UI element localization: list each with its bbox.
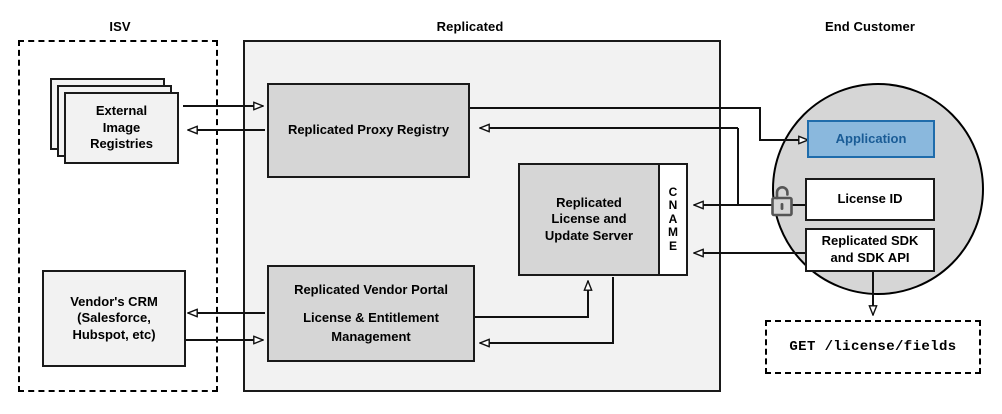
replicated-vendor-portal-subtitle: License & Entitlement (303, 310, 439, 326)
vendors-crm-line-1: Vendor's CRM (70, 293, 158, 309)
replicated-sdk[interactable]: Replicated SDK and SDK API (805, 228, 935, 272)
external-image-registries[interactable]: External Image Registries (64, 92, 179, 164)
replicated-vendor-portal[interactable]: Replicated Vendor Portal License & Entit… (267, 265, 475, 362)
replicated-vendor-portal-title: Replicated Vendor Portal (294, 281, 448, 297)
edge-vendor-portal-to-license-server (475, 281, 588, 318)
zone-title-isv: ISV (109, 19, 131, 34)
cname-letter-1: C (668, 184, 678, 199)
license-id[interactable]: License ID (805, 178, 935, 221)
cname-letter-5: E (668, 238, 677, 253)
zone-title-end-customer: End Customer (824, 19, 916, 34)
vendors-crm-line-2: (Salesforce, (77, 310, 151, 326)
replicated-license-update-server-line-2: License and (551, 211, 627, 227)
vendors-crm-line-3: Hubspot, etc) (72, 326, 156, 342)
license-id-label: License ID (837, 191, 903, 207)
replicated-proxy-registry[interactable]: Replicated Proxy Registry (267, 83, 470, 178)
cname-letter-4: M (668, 225, 678, 240)
edge-proxy-to-application (470, 107, 808, 140)
vendors-crm[interactable]: Vendor's CRM (Salesforce, Hubspot, etc) (42, 270, 186, 367)
edge-license-server-to-vendor-portal (480, 277, 614, 343)
api-call-box: GET /license/fields (765, 320, 981, 374)
external-image-registries-line-1: External (95, 103, 148, 119)
api-call-label: GET /license/fields (789, 339, 957, 355)
replicated-license-update-server-line-1: Replicated (556, 194, 622, 210)
zone-isv (18, 40, 218, 392)
replicated-license-update-server-line-3: Update Server (544, 227, 634, 243)
replicated-sdk-line-1: Replicated SDK (821, 233, 919, 249)
external-image-registries-line-2: Image (102, 119, 141, 135)
cname-letter-2: N (668, 198, 678, 213)
replicated-vendor-portal-subtitle-2: Management (331, 328, 411, 344)
replicated-proxy-registry-label: Replicated Proxy Registry (287, 122, 450, 138)
replicated-license-update-server[interactable]: Replicated License and Update Server (518, 163, 660, 276)
unlock-icon (771, 186, 793, 217)
external-image-registries-line-3: Registries (90, 136, 153, 152)
application[interactable]: Application (807, 120, 935, 158)
replicated-sdk-line-2: and SDK API (830, 250, 910, 265)
cname-letter-3: A (668, 211, 678, 226)
zone-title-replicated: Replicated (436, 19, 504, 34)
application-label: Application (835, 130, 907, 146)
cname-strip[interactable]: C N A M E (658, 163, 688, 276)
